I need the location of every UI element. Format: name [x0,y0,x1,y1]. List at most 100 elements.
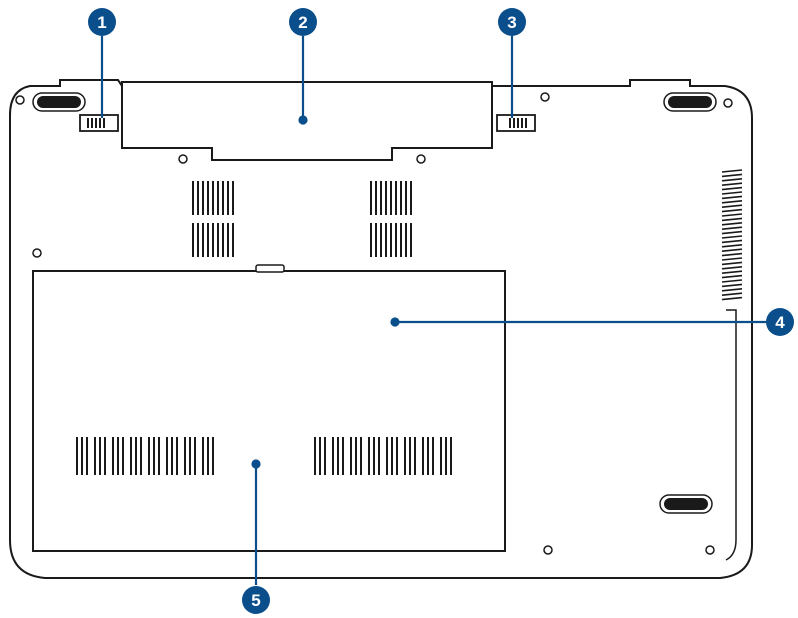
vent-slot [197,181,199,215]
vent-slot [373,437,375,475]
vent-slot [721,222,743,226]
vent-slot [380,223,382,257]
callout-number: 5 [251,591,260,610]
vent-slot [171,437,173,475]
vent-slot [390,181,392,215]
vent-slot [445,437,447,475]
screw [705,545,715,555]
vent-slot [386,437,388,475]
vent-slot [355,437,357,475]
vent-slot [94,437,96,475]
vent-slot [721,200,743,204]
vent-slot [380,181,382,215]
vent-slot [202,181,204,215]
callout-marker-2: 2 [289,8,317,36]
callout-number: 4 [775,313,785,332]
callout-5-dot [251,459,261,469]
callout-marker-1: 1 [88,8,116,36]
vent-slot [432,437,434,475]
vent-slot [86,437,88,475]
callout-number: 3 [507,13,516,32]
vent-slot [135,437,137,475]
vent-slot [350,437,352,475]
vent-slot [395,181,397,215]
vent-slot [390,223,392,257]
vent-slot [207,181,209,215]
vent-slot [207,437,209,475]
vent-slot [370,223,372,257]
screw [15,95,25,105]
vent-slot [414,437,416,475]
lower-air-vents [76,437,452,475]
vent-slot [721,252,743,257]
vent-slot [400,181,402,215]
screw [416,154,426,164]
vent-slot [721,266,743,270]
vent-slot [192,181,194,215]
battery-lock-spring [79,114,119,132]
vent-slot [385,181,387,215]
vent-slot [232,223,234,257]
vent-slot [721,204,743,208]
vent-slot [721,248,743,252]
vent-slot [721,292,743,296]
vent-slot [217,181,219,215]
vent-slot [140,437,142,475]
vent-slot [197,223,199,257]
vent-slot [158,437,160,475]
vent-slot [721,279,743,283]
screw [540,92,550,102]
callout-number: 1 [97,13,106,32]
vent-slot [112,437,114,475]
vent-slot [721,191,743,195]
vent-slot [450,437,452,475]
vent-slot [375,223,377,257]
vent-slot [166,437,168,475]
vent-slot [232,181,234,215]
vent-slot [227,223,229,257]
vent-slot [104,437,106,475]
vent-slot [385,223,387,257]
screw [178,154,188,164]
vent-slot [410,181,412,215]
vent-slot [721,257,743,261]
vent-slot [721,208,743,213]
vent-slot [396,437,398,475]
callout-number: 2 [298,13,307,32]
vent-slot [217,223,219,257]
vent-slot [721,178,743,182]
battery-lock-manual [496,114,536,132]
vent-slot [227,181,229,215]
vent-slot [721,226,743,230]
vent-slot [404,437,406,475]
vent-slot [212,437,214,475]
vent-slot [81,437,83,475]
vent-slot [370,181,372,215]
rubber-foot-top-left [32,92,86,112]
vent-slot [721,270,743,274]
vent-slot [721,230,743,235]
vent-slot [222,181,224,215]
screw [32,248,42,258]
vent-slot [721,239,743,244]
vent-slot [189,437,191,475]
vent-slot [324,437,326,475]
vent-slot [405,223,407,257]
callout-marker-4: 4 [766,308,794,336]
screw [543,545,553,555]
vent-slot [342,437,344,475]
vent-slot [395,223,397,257]
vent-slot [319,437,321,475]
vent-slot [148,437,150,475]
vent-slot [721,186,743,191]
vent-slot [721,173,743,178]
callout-2-dot [298,115,308,125]
vent-slot [721,213,743,217]
vent-slot [375,181,377,215]
vent-slot [212,223,214,257]
screw [723,98,733,108]
callout-marker-3: 3 [498,8,526,36]
vent-slot [184,437,186,475]
vent-slot [368,437,370,475]
